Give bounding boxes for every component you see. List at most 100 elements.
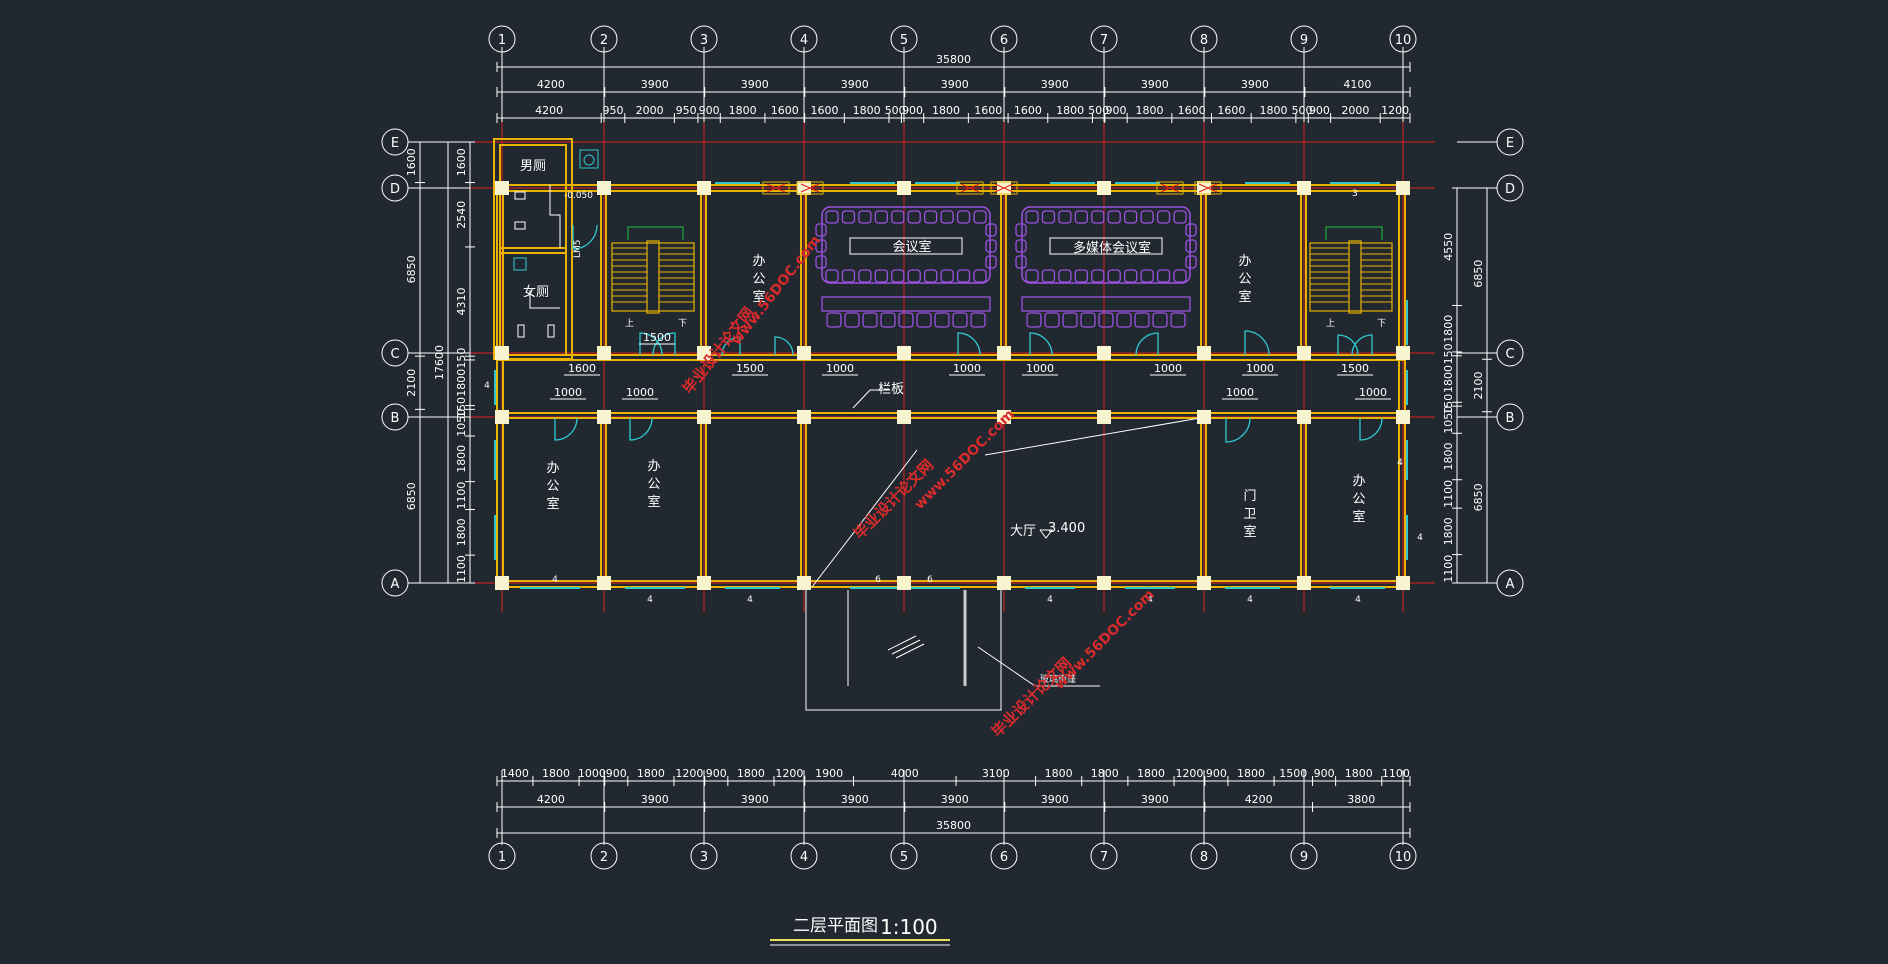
chair — [1074, 269, 1088, 283]
chair — [1124, 210, 1138, 224]
dim-label: 35800 — [936, 819, 971, 832]
axis-label: 6 — [1000, 850, 1008, 865]
column — [697, 576, 711, 590]
outer-wall-inner-line — [502, 190, 1400, 582]
dim-label: 1900 — [815, 767, 843, 780]
room-label-char: 公 — [1238, 272, 1251, 287]
dim-label: 1100 — [1442, 480, 1455, 508]
door-width-label: 1000 — [554, 386, 582, 399]
dim-label: 4100 — [1343, 78, 1371, 91]
chair — [924, 269, 938, 283]
door-swing — [721, 336, 741, 356]
room-label-char: 室 — [1352, 509, 1365, 525]
conference-table — [821, 206, 991, 284]
window-label: 4 — [552, 575, 558, 585]
dim-label: 1400 — [501, 767, 529, 780]
dim-label: 1050 — [455, 409, 468, 437]
stair-left-flight — [611, 242, 695, 312]
column — [897, 576, 911, 590]
dim-label: 6850 — [405, 255, 418, 283]
window-label: 4 — [1355, 595, 1361, 605]
dim-label: 2540 — [455, 201, 468, 229]
label-stair-up-left: 上 — [625, 318, 634, 329]
door-swing — [1225, 417, 1251, 443]
toilet-icon — [517, 324, 525, 338]
room-hall: 大厅 — [1010, 524, 1036, 539]
dim-label: 1200 — [775, 767, 803, 780]
room-label-char: 室 — [546, 496, 559, 512]
column — [495, 181, 509, 195]
axis-bubble — [890, 842, 918, 870]
dim-label: 4200 — [537, 793, 565, 806]
chair — [985, 255, 997, 269]
column — [897, 410, 911, 424]
chair — [1156, 210, 1171, 224]
dim-label: 1100 — [1382, 767, 1410, 780]
column — [1097, 346, 1111, 360]
dim-label: 1050 — [1442, 406, 1455, 434]
chair — [1074, 210, 1088, 224]
column — [1297, 346, 1311, 360]
label-canopy: 玻璃雨篷 — [1040, 673, 1076, 685]
axis-label: 7 — [1100, 850, 1108, 865]
axis-label: 5 — [900, 33, 908, 48]
column — [797, 576, 811, 590]
axis-bubble — [1090, 25, 1118, 53]
dim-label: 2100 — [405, 369, 418, 397]
chair — [891, 269, 905, 283]
chair — [1134, 312, 1150, 328]
dim-label: 1800 — [932, 104, 960, 117]
chair — [952, 312, 968, 328]
axis-label: 8 — [1200, 850, 1208, 865]
dim-label: 900 — [699, 104, 720, 117]
chair — [898, 312, 914, 328]
chair — [1185, 223, 1197, 237]
door-swing — [1029, 332, 1053, 356]
door-width-label: 1000 — [953, 362, 981, 375]
door-swing — [1135, 332, 1159, 356]
axis-label: E — [1506, 136, 1514, 151]
axis-label: D — [390, 182, 400, 197]
axis-bubble — [1389, 25, 1417, 53]
axis-label: 3 — [700, 33, 708, 48]
chair — [1107, 210, 1121, 224]
room-label-char: 室 — [752, 289, 765, 305]
door-swing — [629, 417, 653, 441]
axis-bubble — [790, 25, 818, 53]
axis-label: 4 — [800, 850, 808, 865]
structural-columns — [495, 181, 1410, 590]
chair — [940, 210, 954, 224]
axis-bubble — [1090, 842, 1118, 870]
column — [997, 410, 1011, 424]
chair — [825, 210, 839, 224]
dim-label: 1600 — [455, 148, 468, 176]
dim-label: 6850 — [1472, 260, 1485, 288]
chair — [825, 269, 839, 283]
chair — [826, 312, 842, 328]
chair — [1015, 239, 1027, 253]
axis-label: B — [391, 411, 400, 426]
glass-hatch — [891, 639, 921, 655]
dim-label: 1600 — [1014, 104, 1042, 117]
door-swing — [957, 332, 981, 356]
dim-label: 500 — [885, 104, 906, 117]
room-label-char: 公 — [647, 477, 660, 492]
chair — [1173, 269, 1187, 283]
dim-label: 1800 — [1260, 104, 1288, 117]
window-label: 4 — [1247, 595, 1253, 605]
stair-right-green-outline — [1325, 226, 1383, 240]
chair — [940, 269, 954, 283]
axis-label: 1 — [498, 850, 506, 865]
dim-label: 3900 — [841, 78, 869, 91]
building-walls — [493, 138, 1406, 588]
dim-label: 1600 — [810, 104, 838, 117]
window-label: 4 — [1417, 533, 1423, 543]
axis-bubble — [690, 842, 718, 870]
door-swing — [554, 417, 578, 441]
dim-label: 900 — [606, 767, 627, 780]
column — [597, 410, 611, 424]
chair — [1026, 312, 1042, 328]
dim-label: 1800 — [729, 104, 757, 117]
